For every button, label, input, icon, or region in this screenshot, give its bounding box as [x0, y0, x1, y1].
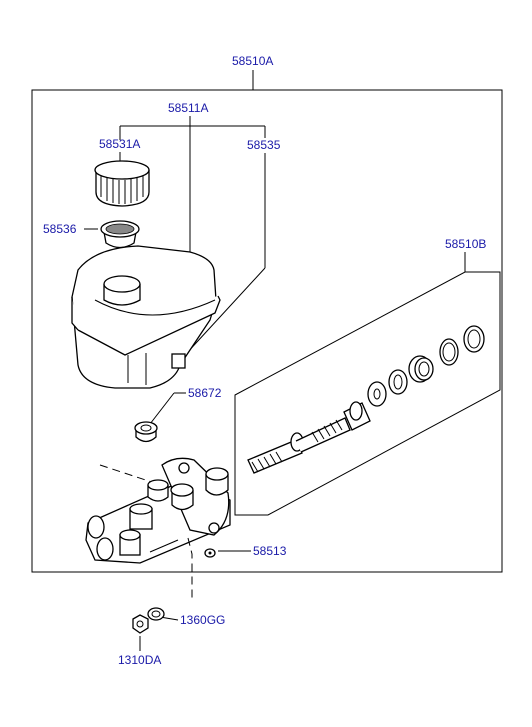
reservoir-filter	[100, 220, 140, 249]
label-gasket[interactable]: 1360GG	[180, 613, 225, 627]
gasket	[147, 607, 165, 621]
label-nut[interactable]: 58513	[253, 544, 287, 558]
label-assembly[interactable]: 58510A	[232, 54, 273, 68]
label-cap[interactable]: 58531A	[99, 137, 140, 151]
brake-fluid-reservoir-icon	[71, 245, 221, 389]
reservoir-grommet	[134, 421, 158, 443]
label-bolt[interactable]: 1310DA	[118, 653, 161, 667]
reservoir-cap	[94, 160, 150, 207]
label-grommet[interactable]: 58672	[188, 386, 222, 400]
leader-lines	[84, 70, 466, 651]
label-grommet-link[interactable]: 58535	[247, 138, 281, 152]
repair-kit-parts	[247, 325, 485, 474]
assembly-frame	[31, 89, 503, 573]
label-filter[interactable]: 58536	[43, 222, 77, 236]
label-repair-kit[interactable]: 58510B	[445, 237, 486, 251]
brake-master-cylinder-icon	[85, 457, 231, 600]
label-reservoir-assy[interactable]: 58511A	[168, 101, 208, 115]
repair-kit-frame	[234, 271, 501, 516]
bolt	[132, 614, 149, 634]
mounting-nut	[204, 548, 216, 558]
